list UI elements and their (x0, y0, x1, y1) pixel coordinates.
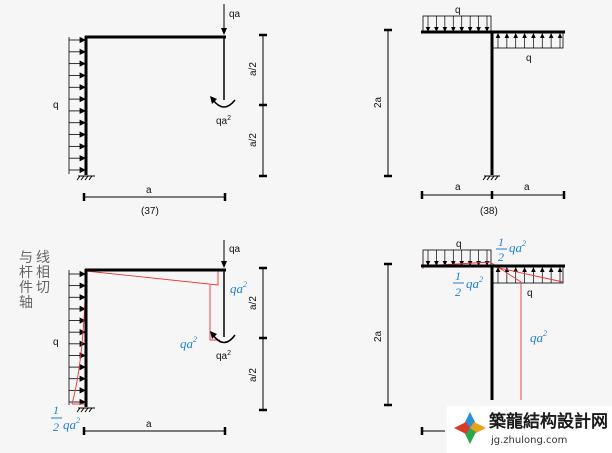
svg-text:1: 1 (455, 269, 461, 283)
sol37-moment-arrow (212, 334, 236, 344)
fig38-load-bottom-label: q (526, 53, 532, 64)
sol38-moment-diagram: q q 1 2 qa2 1 2 qa2 qa2 2a (373, 235, 565, 435)
sol37-mid-value: qa2 (180, 335, 197, 351)
fig37-force-label: qa (229, 9, 241, 20)
fig37-load-label: q (53, 100, 59, 111)
fig38-load-top-label: q (455, 5, 461, 16)
sol37-red-curve (71, 270, 220, 405)
sol37-tangent-note: 与杆件轴 线相切 (19, 250, 50, 311)
logo-icon (454, 412, 486, 444)
sol38-left-value: 1 2 qa2 (453, 269, 483, 299)
fig37-dim-top: a/2 (248, 62, 259, 76)
fig37-distributed-load (68, 36, 86, 174)
fig38-dim-left: a (455, 182, 461, 193)
fig38-dim-right: a (524, 182, 530, 193)
sol38-dim-height: 2a (373, 330, 384, 342)
sol38-load-top-label: q (456, 239, 462, 250)
svg-text:1: 1 (53, 403, 59, 417)
svg-text:1: 1 (498, 235, 504, 249)
sol38-col-value: qa2 (530, 329, 547, 345)
svg-text:线相切: 线相切 (36, 250, 50, 296)
sol37-base-value: 1 2 qa2 (51, 403, 80, 434)
sol37-dim-bottom: a/2 (248, 368, 259, 382)
svg-text:qa2: qa2 (509, 239, 526, 255)
fig37-moment-label: qa2 (216, 115, 231, 127)
svg-text:qa2: qa2 (466, 275, 483, 291)
fig38-load-bottom (492, 32, 564, 49)
logo-url: jg.zhulong.com (490, 435, 567, 446)
fig37-dim-vertical (259, 33, 267, 178)
svg-text:2: 2 (455, 285, 461, 299)
svg-text:与杆件轴: 与杆件轴 (19, 250, 33, 311)
sol37-force-label: qa (229, 244, 241, 255)
watermark-logo: 築龍結构設計网 jg.zhulong.com (447, 406, 612, 453)
fig38-dim-horizontal (420, 191, 566, 199)
fig37-caption: (37) (141, 206, 159, 217)
fig38-dim-height: 2a (373, 96, 384, 108)
fig37-problem: qa qa2 q a/2 a/2 a (37) (53, 4, 267, 217)
sol37-dim-horizontal (82, 427, 227, 435)
sol37-dim-width: a (146, 419, 152, 430)
fig38-caption: (38) (480, 206, 498, 217)
fig37-moment-arrow (212, 99, 236, 108)
sol37-dim-vertical (259, 266, 267, 412)
sol38-dim-vertical (384, 262, 392, 407)
sol37-moment-label: qa2 (216, 350, 231, 362)
fig37-fixed-support (76, 175, 95, 181)
sol38-load-bottom-label: q (527, 288, 533, 299)
sol37-fixed-support (76, 407, 95, 413)
fig38-load-top (422, 15, 492, 33)
fig38-dim-vertical (384, 28, 392, 178)
fig37-dim-bottom: a/2 (248, 133, 259, 147)
logo-name: 築龍結构設計网 (488, 411, 608, 432)
sol37-load-label: q (53, 337, 59, 348)
fig37-dim-width: a (146, 185, 152, 196)
svg-text:qa2: qa2 (63, 416, 80, 432)
fig37-dim-horizontal (82, 193, 227, 201)
sol37-moment-diagram: 与杆件轴 线相切 qa qa2 q qa2 (19, 240, 267, 435)
svg-text:2: 2 (498, 250, 504, 264)
sol37-right-value: qa2 (230, 280, 247, 296)
fig38-fixed-support (482, 175, 500, 181)
fig38-problem: q q 2a a a (38) (373, 5, 566, 217)
sol37-dim-top: a/2 (248, 296, 259, 310)
sol38-top-value: 1 2 qa2 (496, 235, 526, 264)
svg-text:2: 2 (53, 420, 59, 434)
